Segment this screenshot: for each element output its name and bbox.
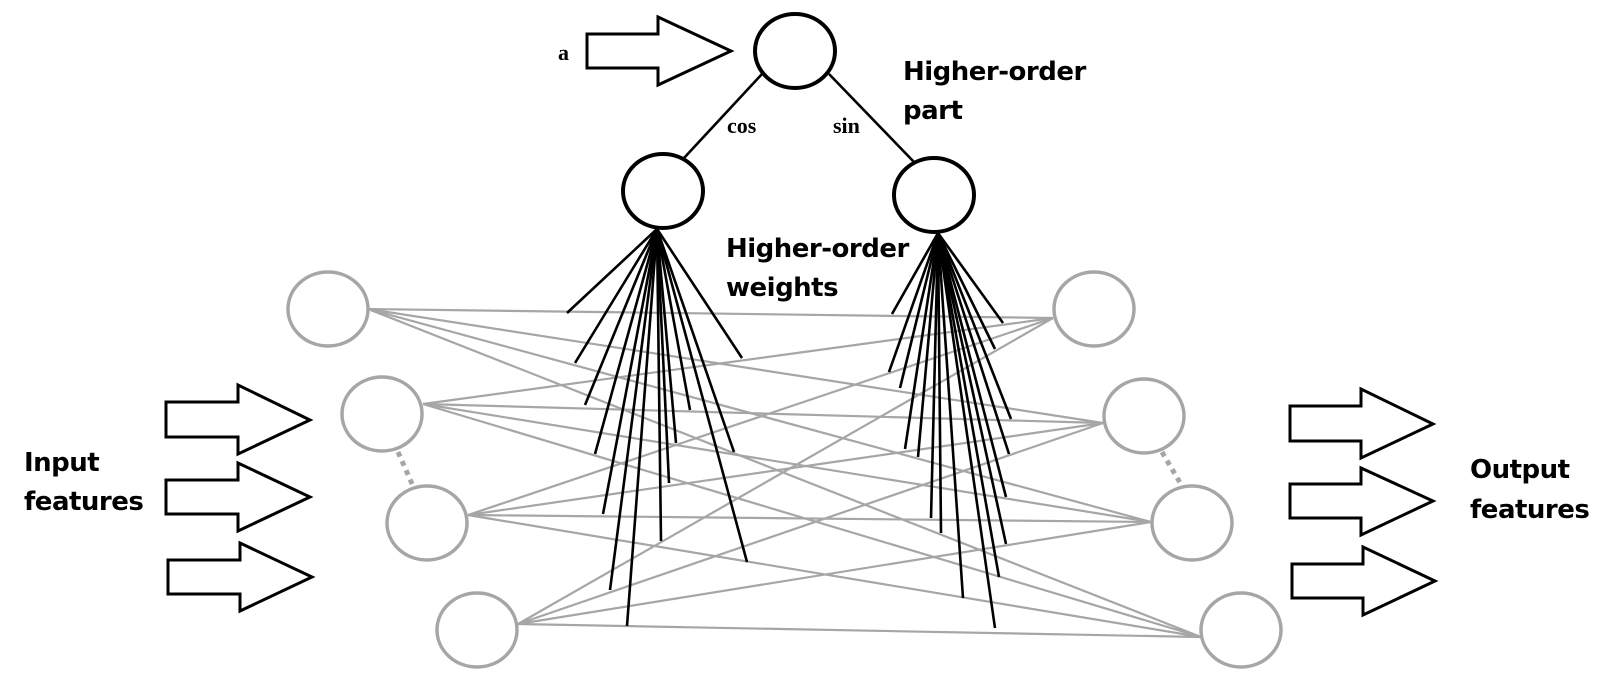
cos-weight-line-6: [608, 228, 659, 591]
network-edge-4-2: [517, 421, 1104, 626]
input-arrow-icon-1: [164, 382, 314, 457]
network-edge-3-4: [467, 513, 1202, 639]
network-edge-4-1: [517, 317, 1054, 625]
cos-weight-line-13: [655, 228, 749, 563]
network-edge-3-3: [467, 513, 1152, 524]
a-input-arrow-icon: [585, 14, 735, 88]
sin-branch-edge: [828, 73, 915, 163]
sin-weight-line-8: [936, 232, 965, 599]
sin-weight-line-3: [898, 232, 940, 389]
input-features-label-line2: features: [24, 487, 143, 517]
sin-weight-line-14: [936, 232, 1013, 420]
cos-weight-line-14: [655, 228, 744, 359]
output-features-label-line2: features: [1470, 495, 1589, 525]
cos-weight-line-8: [655, 228, 663, 542]
network-edge-3-2: [467, 421, 1104, 517]
cos-weight-line-12: [655, 228, 736, 453]
cos-weight-line-11: [655, 228, 692, 411]
left-node-1: [286, 270, 370, 348]
higher-order-root-node: [753, 12, 837, 90]
left-node-4: [435, 591, 519, 669]
left-layer-ellipsis: [395, 450, 416, 488]
network-edge-2-2: [422, 402, 1104, 425]
cos-weight-line-9: [655, 228, 671, 484]
network-edges: [367, 307, 1202, 639]
network-edge-1-3: [367, 307, 1152, 524]
right-node-4: [1199, 591, 1283, 669]
sin-weight-line-6: [929, 232, 940, 519]
left-node-3: [385, 484, 469, 562]
sin-weight-fan: [887, 232, 1013, 629]
network-edge-2-3: [422, 402, 1152, 524]
cos-weight-line-10: [655, 228, 678, 444]
sin-weight-line-10: [936, 232, 1001, 578]
cos-weight-line-2: [573, 228, 659, 364]
right-node-1: [1052, 270, 1136, 348]
cos-label: cos: [727, 113, 757, 138]
network-edge-2-1: [422, 316, 1054, 406]
sin-weight-line-13: [936, 232, 1011, 455]
a-label: a: [558, 40, 569, 65]
sin-weight-line-11: [936, 232, 1008, 545]
output-features-label-line1: Output: [1470, 455, 1570, 485]
right-node-2: [1102, 377, 1186, 455]
cos-weight-line-5: [601, 228, 659, 515]
cos-weight-line-4: [593, 228, 659, 455]
network-edge-1-2: [367, 307, 1104, 425]
cos-weight-line-1: [566, 228, 658, 314]
input-arrow-icon-3: [166, 540, 316, 614]
sin-weight-line-7: [936, 232, 943, 534]
right-layer-ellipsis: [1159, 450, 1185, 488]
output-arrow-icon-2: [1288, 465, 1437, 538]
network-edge-4-4: [517, 622, 1202, 639]
sin-weight-line-2: [887, 232, 940, 373]
network-edge-2-4: [422, 402, 1202, 639]
higher-order-part-label-line2: part: [903, 96, 962, 126]
sin-weight-line-15: [936, 232, 997, 350]
input-arrow-icon-2: [164, 460, 314, 534]
right-node-3: [1150, 484, 1234, 562]
output-arrow-icon-1: [1288, 386, 1437, 461]
cos-weight-line-7: [625, 228, 659, 627]
higher-order-weights-label-line1: Higher-order: [726, 234, 909, 264]
higher-order-weights-label-line2: weights: [726, 273, 838, 303]
cos-node: [621, 152, 705, 230]
network-edge-1-4: [367, 307, 1202, 639]
sin-node: [892, 156, 976, 234]
sin-weight-line-16: [936, 232, 1005, 324]
higher-order-part-label-line1: Higher-order: [903, 57, 1086, 87]
sin-weight-line-12: [936, 232, 1008, 498]
sin-weight-line-9: [936, 232, 997, 629]
input-features-label-line1: Input: [24, 448, 99, 478]
left-node-2: [340, 375, 424, 453]
sin-label: sin: [833, 113, 860, 138]
cos-weight-line-3: [583, 228, 659, 406]
cos-weight-fan: [566, 228, 749, 627]
network-edge-4-3: [517, 520, 1152, 626]
sin-weight-line-1: [890, 232, 940, 315]
output-arrow-icon-3: [1290, 544, 1439, 618]
sin-weight-line-5: [916, 232, 940, 458]
cos-branch-edge: [683, 73, 763, 159]
sin-weight-line-4: [903, 232, 940, 450]
